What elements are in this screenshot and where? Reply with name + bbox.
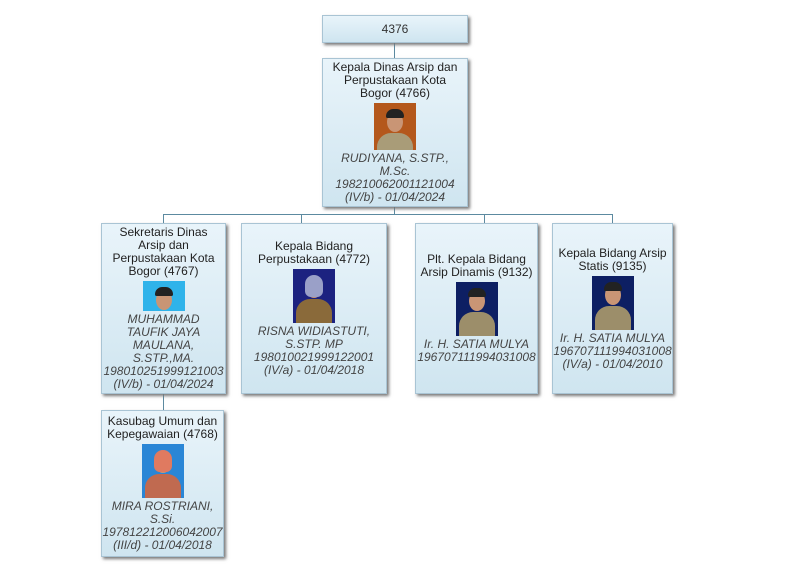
employee-nip: 198010021999122001 (253, 350, 375, 364)
position-title: Sekretaris Dinas Arsip dan Perpustakaan … (112, 225, 215, 278)
employee-grade: (III/d) - 01/04/2018 (113, 538, 212, 552)
org-node-general-affairs[interactable]: Kasubag Umum dan Kepegawaian (4768) MIRA… (101, 410, 224, 557)
connector (163, 214, 164, 223)
employee-grade: (IV/b) - 01/04/2024 (344, 190, 446, 204)
employee-name: MUHAMMAD TAUFIK JAYA MAULANA, S.STP.,MA. (126, 312, 201, 365)
employee-grade: (IV/b) - 01/04/2024 (113, 377, 214, 391)
employee-name: Ir. H. SATIA MULYA (559, 330, 666, 345)
connector (484, 214, 485, 223)
org-node-dynamic-archive[interactable]: Plt. Kepala Bidang Arsip Dinamis (9132) … (415, 223, 538, 394)
connector (394, 43, 395, 58)
employee-nip: 198010251999121003 (103, 364, 224, 378)
employee-name: MIRA ROSTRIANI, S.Si. (111, 499, 214, 526)
employee-photo (293, 269, 335, 323)
employee-photo (455, 282, 498, 336)
org-node-static-archive[interactable]: Kepala Bidang Arsip Statis (9135) Ir. H.… (552, 223, 673, 394)
employee-photo (141, 444, 184, 498)
employee-name: Ir. H. SATIA MULYA (423, 337, 530, 351)
position-title: Kepala Bidang Perpustakaan (4772) (257, 239, 371, 266)
org-node-head[interactable]: Kepala Dinas Arsip dan Perpustakaan Kota… (322, 58, 468, 207)
org-node-library[interactable]: Kepala Bidang Perpustakaan (4772) RISNA … (241, 223, 387, 394)
employee-name: RISNA WIDIASTUTI, S.STP. MP (257, 324, 371, 351)
connector (163, 214, 612, 215)
employee-photo (142, 281, 185, 311)
employee-name: RUDIYANA, S.STP., M.Sc. (341, 151, 449, 178)
position-title: Kepala Bidang Arsip Statis (9135) (558, 245, 667, 273)
employee-grade: (IV/a) - 01/04/2018 (263, 363, 365, 377)
employee-nip: 196707111994031008 (417, 350, 536, 364)
connector (163, 394, 164, 410)
position-title: Kasubag Umum dan Kepegawaian (4768) (107, 414, 218, 441)
employee-nip: 197812212006042007 (102, 525, 223, 539)
connector (612, 214, 613, 223)
employee-photo (591, 275, 634, 330)
employee-photo (374, 103, 416, 150)
position-title: Plt. Kepala Bidang Arsip Dinamis (9132) (420, 252, 533, 279)
root-label: 4376 (381, 21, 409, 36)
employee-grade: (IV/a) - 01/04/2010 (562, 356, 663, 371)
connector (301, 214, 302, 223)
employee-nip: 196707111994031008 (553, 343, 672, 358)
connector (394, 207, 395, 214)
org-root-node[interactable]: 4376 (322, 15, 468, 43)
position-title: Kepala Dinas Arsip dan Perpustakaan Kota… (332, 60, 458, 100)
org-node-secretary[interactable]: Sekretaris Dinas Arsip dan Perpustakaan … (101, 223, 226, 394)
employee-nip: 198210062001121004 (335, 177, 455, 191)
